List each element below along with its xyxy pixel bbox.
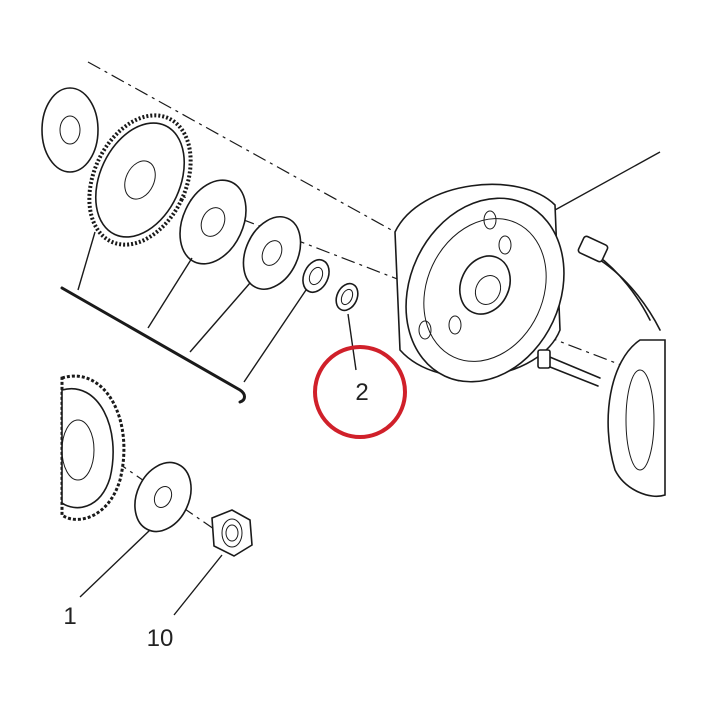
stator-assembly xyxy=(537,235,666,497)
callout-10-label: 10 xyxy=(147,625,174,652)
flange-nut-part-10 xyxy=(211,509,253,557)
center-axis-upper xyxy=(87,61,396,233)
washer-part-1 xyxy=(134,461,192,533)
leader-callout-10 xyxy=(173,554,223,616)
callout-2-label: 2 xyxy=(355,379,368,406)
small-ring xyxy=(302,258,330,294)
group-bracket-line xyxy=(60,286,246,404)
callout-1-label: 1 xyxy=(63,603,76,630)
thick-washer xyxy=(242,216,302,290)
leader-thick-washer xyxy=(189,282,251,353)
leader-callout-2 xyxy=(347,313,357,371)
callout-2-highlight-ring xyxy=(313,345,407,439)
partial-disc-left xyxy=(41,87,99,173)
leader-callout-1 xyxy=(79,529,151,598)
o-ring-part-2 xyxy=(335,282,359,312)
leader-splined-washer xyxy=(147,257,193,329)
splined-washer xyxy=(179,179,247,265)
starter-ring-gear xyxy=(87,113,193,247)
leader-ring-gear xyxy=(77,231,96,291)
leader-flywheel-stator xyxy=(554,151,661,211)
flywheel-rotor xyxy=(394,183,565,383)
sprocket-gear xyxy=(60,374,126,521)
leader-small-ring xyxy=(243,289,307,383)
